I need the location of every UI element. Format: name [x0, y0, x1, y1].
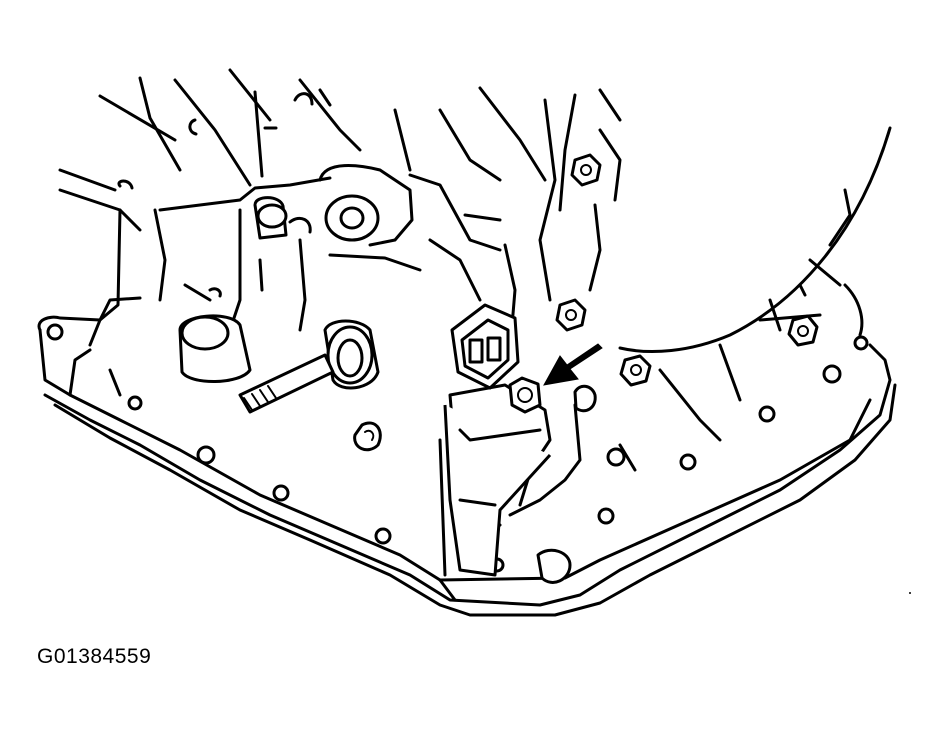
transmission-case — [58, 68, 622, 352]
bell-housing — [618, 126, 892, 353]
valve-body — [158, 164, 502, 332]
figure-id-label: G01384559 — [37, 645, 152, 668]
case-bolts — [353, 153, 819, 452]
shift-solenoid — [178, 314, 380, 414]
arrow-icon — [543, 343, 603, 386]
speed-sensor — [443, 303, 552, 577]
oil-pan — [37, 296, 897, 617]
